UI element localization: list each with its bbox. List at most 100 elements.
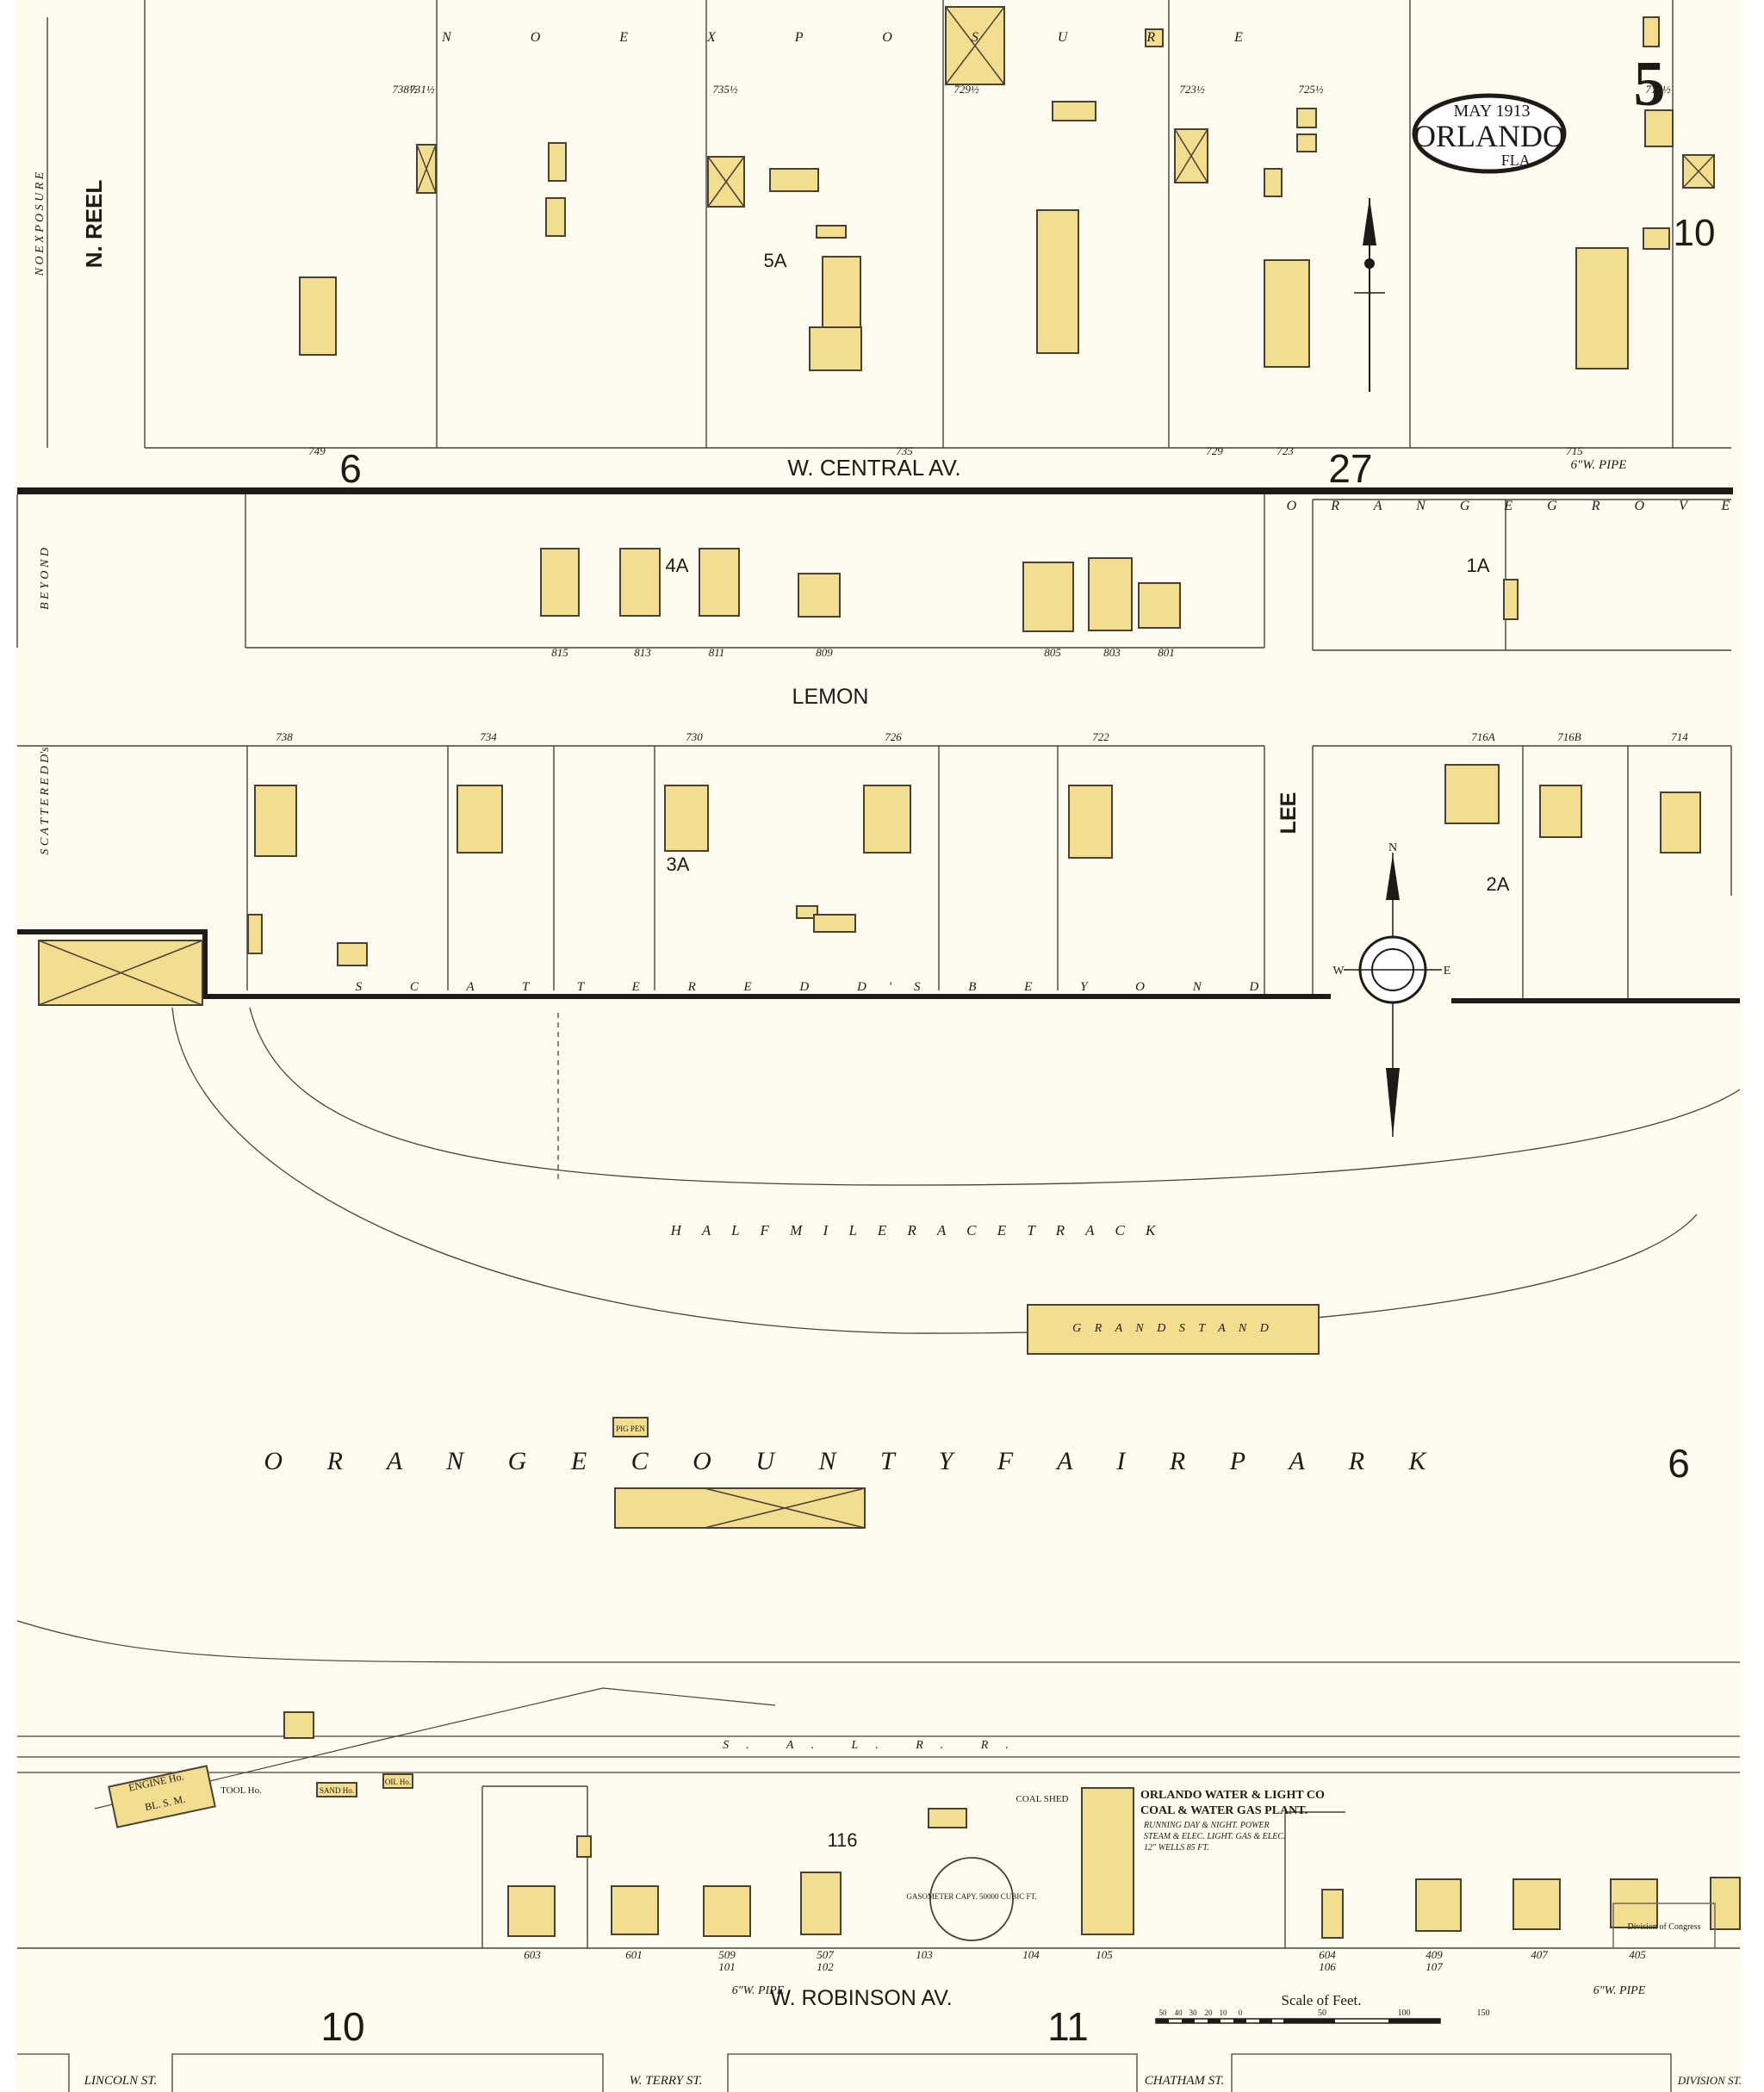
house-number: 731½ (409, 83, 435, 96)
plant-detail-1: RUNNING DAY & NIGHT. POWER (1143, 1821, 1270, 1830)
grand-stand-label: G R A N D S T A N D (1072, 1322, 1274, 1335)
note-scattered-ds-beyond: S C A T T E R E D D'S B E Y O N D (356, 980, 1282, 994)
house-number: 738½ (392, 83, 418, 96)
block-number-116: 116 (827, 1829, 857, 1851)
block-number-10-right: 10 (1674, 212, 1716, 254)
house-number: 105 (1096, 1948, 1113, 1961)
compass-n: N (1388, 841, 1397, 854)
plant-detail-2: STEAM & ELEC. LIGHT. GAS & ELEC. (1144, 1832, 1286, 1841)
compass-e: E (1444, 965, 1451, 978)
street-lee: LEE (1276, 792, 1301, 835)
house-number: 716B (1557, 730, 1581, 743)
house-number: 813 (634, 646, 651, 659)
house-number: 735 (896, 444, 913, 457)
fair-building-b (614, 1487, 866, 1529)
water-light-plant (1081, 1787, 1134, 1935)
house-number: 811 (709, 646, 725, 659)
street-w-terry: W. TERRY ST. (630, 2074, 703, 2088)
scale-title: Scale of Feet. (1282, 1992, 1362, 2008)
scale-tick-3: 20 (1205, 2008, 1214, 2017)
block-number-5a: 5A (764, 250, 787, 271)
house-number: 726 (885, 730, 902, 743)
house-number: 723½ (1179, 83, 1205, 96)
house-number: 101 (718, 1960, 736, 1973)
house-number: 601 (625, 1948, 643, 1961)
scale-bar: Scale of Feet. 50 40 30 20 10 0 50 100 1… (1155, 1992, 1490, 2024)
street-n-reel: N. REEL (81, 180, 107, 269)
sheet-number: 5 (1634, 49, 1666, 120)
block-number-10-bottom: 10 (320, 2004, 364, 2049)
block-number-6-top: 6 (339, 446, 362, 491)
scale-tick-8: 150 (1477, 2008, 1490, 2018)
scale-tick-7: 100 (1398, 2008, 1411, 2018)
street-lemon: LEMON (792, 685, 869, 709)
note-no-exposure: N O E X P O S U R E (34, 171, 47, 276)
house-number: 809 (816, 646, 833, 659)
block-north-of-central (47, 0, 1731, 449)
pig-pen (612, 1417, 649, 1437)
block-number-3a: 3A (667, 854, 690, 875)
sand-house (316, 1782, 357, 1797)
cartouche-city: ORLANDO (1413, 119, 1565, 153)
house-number: 509 (718, 1948, 736, 1961)
house-number: 103 (916, 1948, 933, 1961)
note-beyond-left: B E Y O N D (39, 548, 52, 610)
house-number: 723 (1276, 444, 1294, 457)
house-number: 715½ (1645, 83, 1671, 96)
oil-house-label: OIL Ho. (385, 1778, 411, 1786)
block-central-lemon (16, 494, 1731, 651)
scale-tick-2: 30 (1189, 2008, 1198, 2017)
house-number: 106 (1319, 1960, 1336, 1973)
library-stamp-text: Division of Congress (1628, 1922, 1701, 1932)
house-number: 749 (308, 444, 326, 457)
gasometer (929, 1857, 1014, 1941)
water-pipe-bottom-right: 6"W. PIPE (1593, 1984, 1646, 1997)
house-number: 730 (686, 730, 703, 743)
house-number: 805 (1044, 646, 1061, 659)
scale-tick-6: 50 (1318, 2008, 1326, 2018)
compass-w: W (1332, 965, 1345, 978)
house-number: 729 (1206, 444, 1223, 457)
title-cartouche: MAY 1913 ORLANDO FLA. (1412, 93, 1567, 174)
note-scattered-left: S C A T T E R E D D's (39, 747, 52, 855)
tool-house-label: TOOL Ho. (220, 1785, 262, 1796)
race-track (171, 1007, 1741, 1334)
street-chatham: CHATHAM ST. (1145, 2074, 1225, 2088)
street-w-robinson: W. ROBINSON AV. (770, 1986, 952, 2010)
plant-title-1: ORLANDO WATER & LIGHT CO (1140, 1789, 1325, 1802)
house-number: 104 (1022, 1948, 1040, 1961)
house-number: 102 (817, 1960, 834, 1973)
grand-stand (1027, 1304, 1320, 1355)
house-number: 603 (524, 1948, 541, 1961)
block-number-11-bottom: 11 (1047, 2004, 1089, 2049)
street-lincoln: LINCOLN ST. (84, 2074, 158, 2088)
house-number: 815 (551, 646, 568, 659)
scale-tick-4: 10 (1220, 2008, 1228, 2017)
house-number: 738 (276, 730, 293, 743)
house-number: 801 (1158, 646, 1175, 659)
water-pipe-label: 6"W. PIPE (1571, 458, 1627, 472)
plant-detail-3: 12" WELLS 85 FT. (1144, 1843, 1209, 1853)
house-number: 716A (1471, 730, 1495, 743)
central-av-centerline (17, 487, 1733, 494)
scale-tick-5: 0 (1239, 2008, 1243, 2017)
house-number: 734 (480, 730, 497, 743)
cartouche-state: FLA. (1501, 152, 1535, 169)
note-orange-grove: O R A N G E G R O V E (1287, 499, 1746, 513)
engine-house (108, 1765, 216, 1828)
house-number: 725½ (1298, 83, 1324, 96)
block-number-6-right: 6 (1668, 1441, 1690, 1486)
gasometer-label: GASOMETER CAPY. 50000 CUBIC FT. (906, 1892, 1036, 1901)
house-number: 722 (1092, 730, 1109, 743)
house-number: 407 (1531, 1948, 1548, 1961)
scale-tick-1: 40 (1175, 2008, 1183, 2017)
house-number: 405 (1629, 1948, 1646, 1961)
house-number: 507 (817, 1948, 834, 1961)
street-division: DIVISION ST. (1677, 2074, 1742, 2087)
cartouche-date: MAY 1913 (1453, 102, 1530, 121)
library-stamp (1612, 1903, 1716, 1949)
pig-pen-label: PIG PEN (616, 1425, 645, 1433)
house-number: 803 (1103, 646, 1121, 659)
